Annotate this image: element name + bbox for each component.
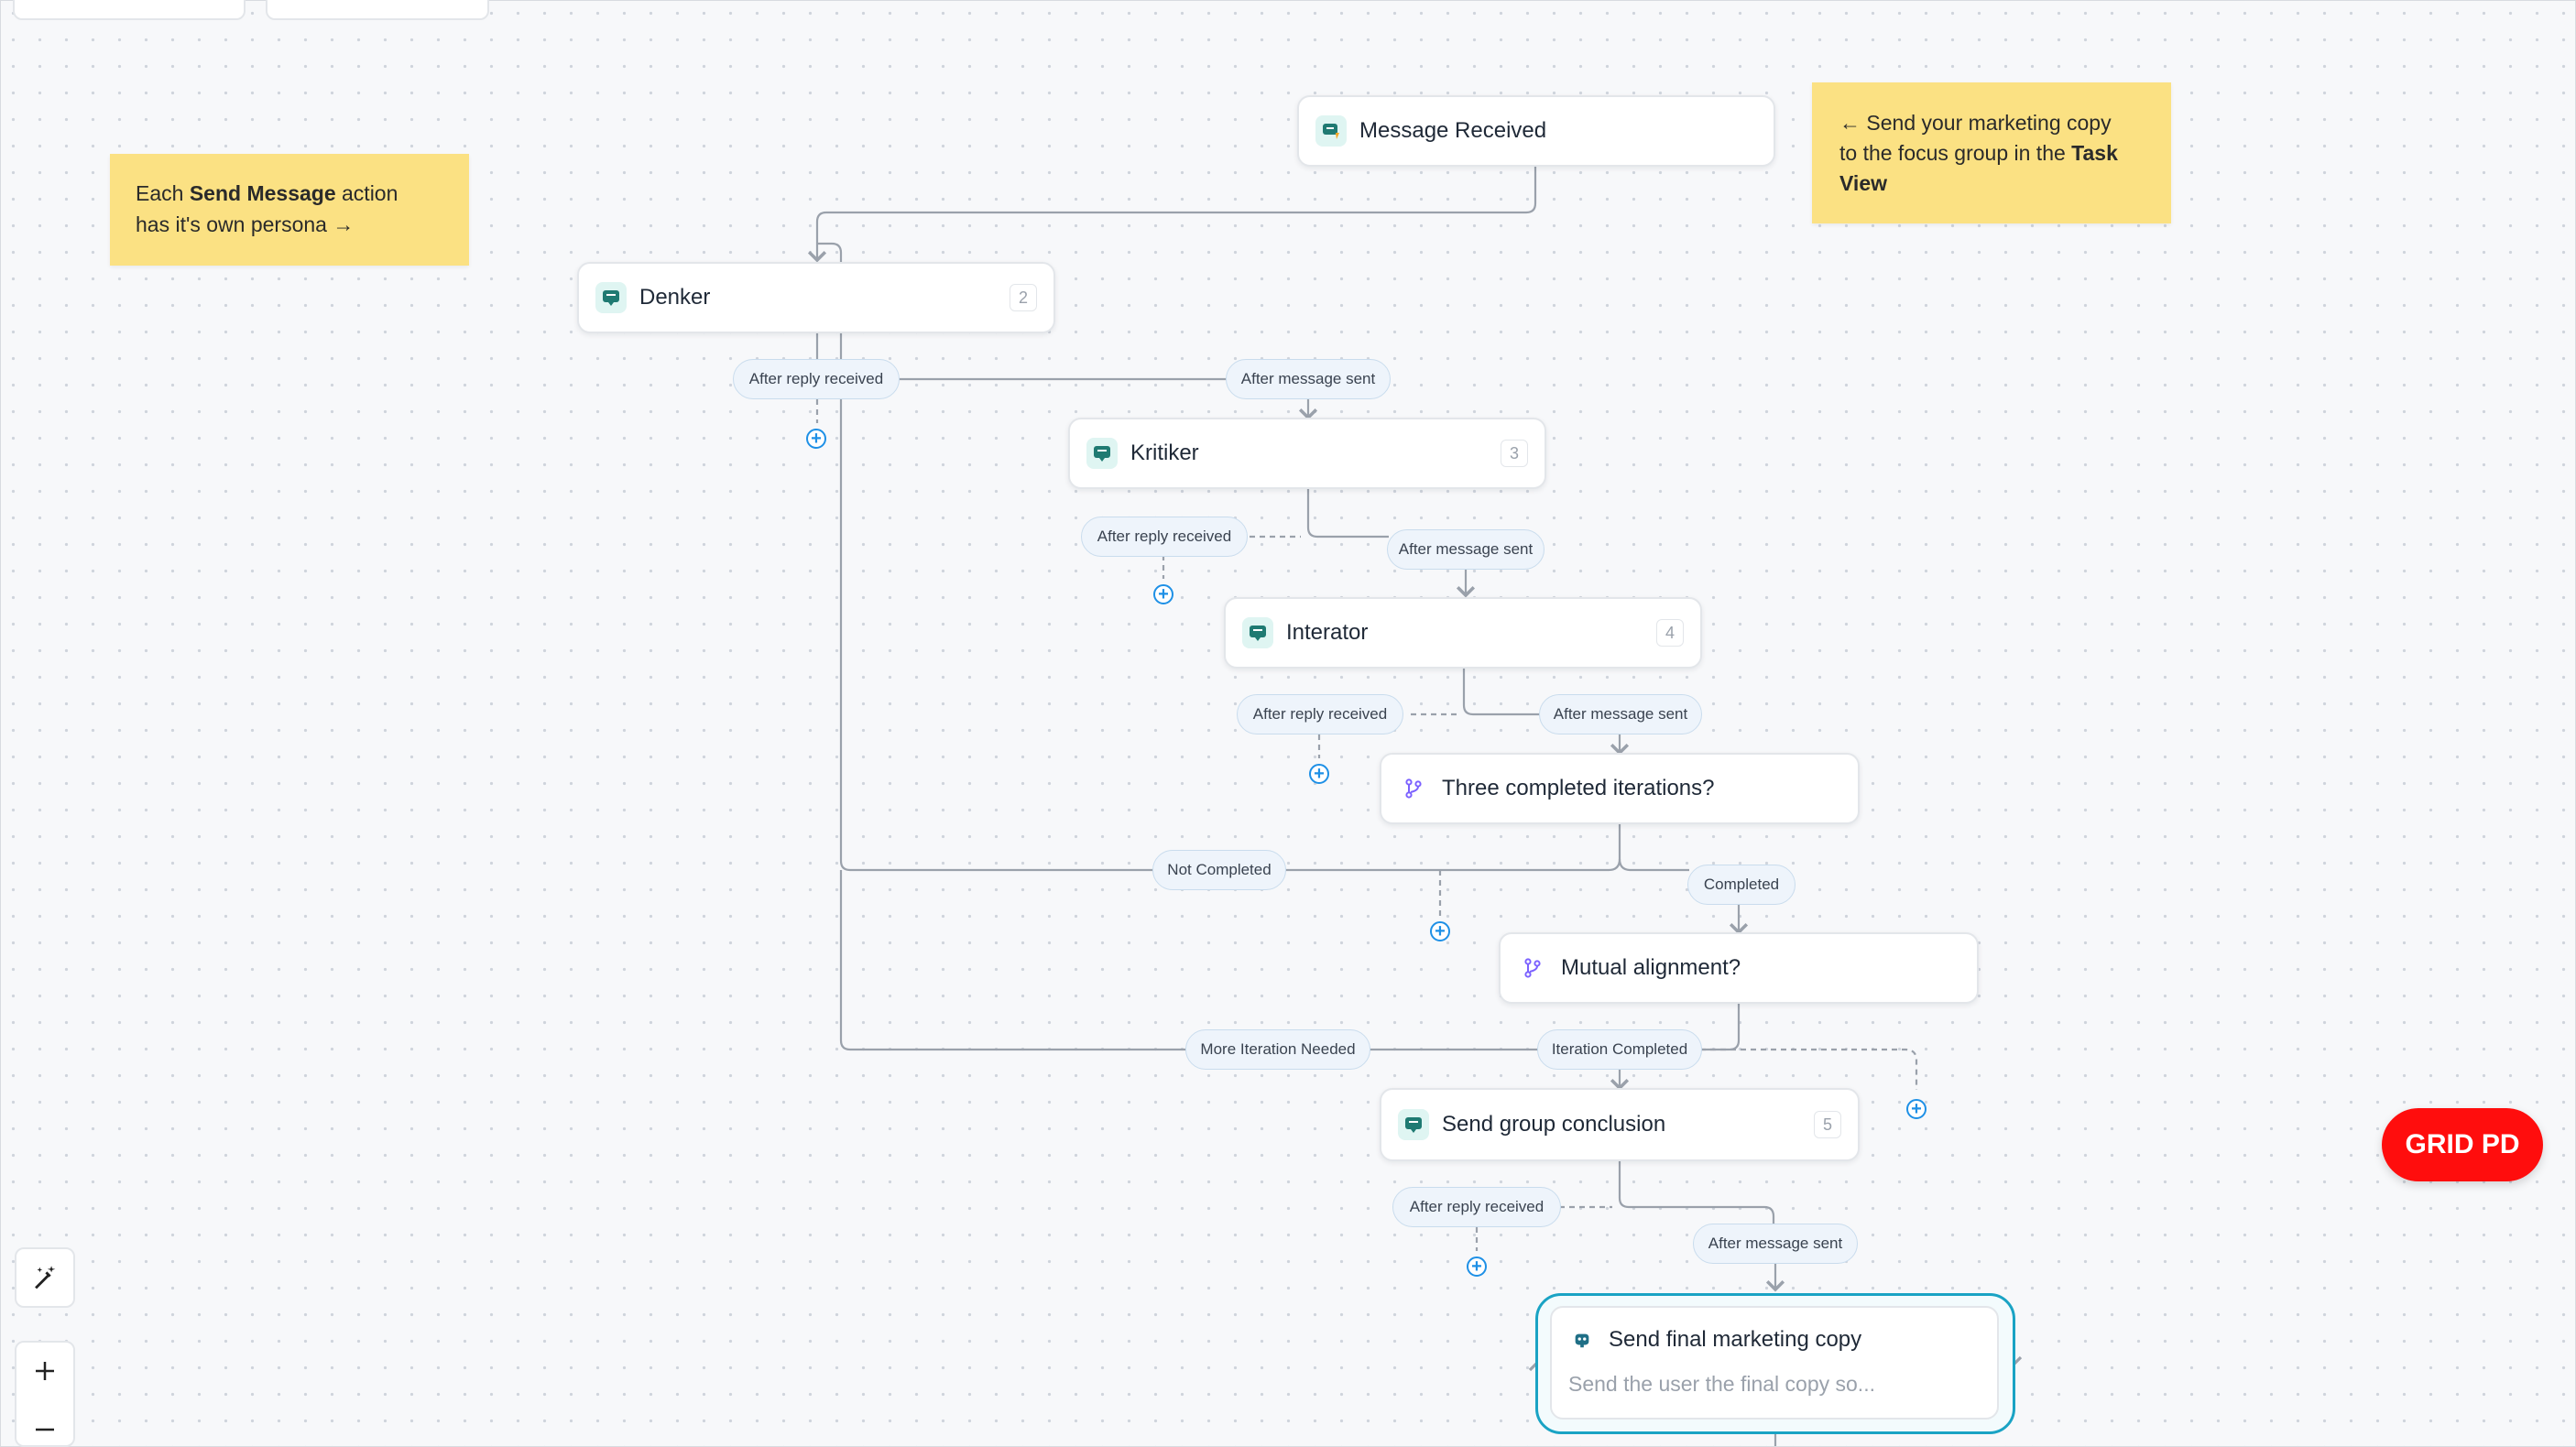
- edge-label-iteration-completed[interactable]: Iteration Completed: [1537, 1029, 1702, 1070]
- plus-icon: [36, 1362, 54, 1380]
- zoom-in-button[interactable]: [15, 1341, 75, 1401]
- note-text: has it's own persona →: [136, 212, 355, 236]
- step-number-badge: 3: [1501, 440, 1528, 467]
- edge-label-after-message-sent[interactable]: After message sent: [1539, 694, 1702, 734]
- magic-wand-icon: [35, 1266, 56, 1289]
- edge-label-after-message-sent[interactable]: After message sent: [1226, 359, 1391, 399]
- action-node-send-final-marketing-copy[interactable]: Send final marketing copy Send the user …: [1550, 1306, 1999, 1420]
- step-number-badge: 5: [1814, 1111, 1841, 1138]
- edge-label-not-completed[interactable]: Not Completed: [1152, 850, 1286, 890]
- add-step-plus-icon[interactable]: +: [1430, 921, 1450, 941]
- add-step-plus-icon[interactable]: +: [1153, 584, 1173, 604]
- node-label: Three completed iterations?: [1442, 776, 1715, 800]
- step-number-badge: 4: [1656, 619, 1684, 647]
- add-step-plus-icon[interactable]: +: [1309, 764, 1329, 784]
- minus-icon: [36, 1428, 54, 1431]
- zoom-out-button[interactable]: [15, 1399, 75, 1447]
- condition-node-three-iterations[interactable]: Three completed iterations?: [1380, 753, 1860, 824]
- branch-icon: [1398, 773, 1429, 804]
- edge-label-more-iteration-needed[interactable]: More Iteration Needed: [1185, 1029, 1370, 1070]
- condition-node-mutual-alignment[interactable]: Mutual alignment?: [1499, 932, 1979, 1004]
- note-bold-text: View: [1839, 171, 1887, 195]
- magic-wand-button[interactable]: [15, 1247, 75, 1308]
- chat-bubble-icon: [1398, 1109, 1429, 1140]
- branch-icon: [1517, 952, 1548, 984]
- edge-label-after-message-sent[interactable]: After message sent: [1387, 529, 1545, 570]
- top-panel-tab[interactable]: [13, 0, 246, 20]
- node-label: Kritiker: [1130, 441, 1199, 465]
- step-number-badge: 2: [1010, 284, 1037, 311]
- action-node-send-group-conclusion[interactable]: Send group conclusion 5: [1380, 1088, 1860, 1161]
- top-panel-tab[interactable]: [266, 0, 489, 20]
- edge-label-after-reply-received[interactable]: After reply received: [1237, 694, 1403, 734]
- chat-bubble-icon: [1315, 115, 1347, 147]
- node-label: Denker: [639, 285, 711, 310]
- sticky-note-task-view[interactable]: ← Send your marketing copy to the focus …: [1812, 82, 2171, 223]
- note-text: Each: [136, 181, 190, 205]
- trigger-node-message-received[interactable]: Message Received: [1297, 95, 1775, 167]
- sticky-note-personas[interactable]: Each Send Message action has it's own pe…: [110, 154, 469, 266]
- robot-icon: [1568, 1326, 1596, 1354]
- note-text: Send your marketing copy: [1861, 111, 2112, 135]
- chat-bubble-icon: [1086, 438, 1118, 469]
- node-label: Mutual alignment?: [1561, 955, 1741, 980]
- node-label: Message Received: [1359, 118, 1547, 143]
- add-step-plus-icon[interactable]: +: [806, 429, 826, 449]
- node-label: Interator: [1286, 620, 1369, 645]
- edge-label-after-message-sent[interactable]: After message sent: [1693, 1224, 1858, 1264]
- chat-bubble-icon: [1242, 617, 1273, 648]
- note-bold-text: Task: [2071, 141, 2118, 165]
- arrow-left-icon: ←: [1839, 111, 1861, 135]
- note-text: action: [335, 181, 398, 205]
- node-description: Send the user the final copy so...: [1568, 1372, 1875, 1396]
- action-node-kritiker[interactable]: Kritiker 3: [1068, 418, 1546, 489]
- note-bold-text: Send Message: [189, 181, 336, 205]
- add-step-plus-icon[interactable]: +: [1467, 1257, 1487, 1277]
- edge-label-completed[interactable]: Completed: [1687, 865, 1796, 905]
- edge-label-after-reply-received[interactable]: After reply received: [1392, 1187, 1561, 1227]
- edge-label-after-reply-received[interactable]: After reply received: [733, 359, 900, 399]
- action-node-interator[interactable]: Interator 4: [1224, 597, 1702, 669]
- chat-bubble-icon: [595, 282, 627, 313]
- grid-pd-badge[interactable]: GRID PD: [2382, 1108, 2543, 1181]
- add-step-plus-icon[interactable]: +: [1906, 1099, 1927, 1119]
- node-label: Send final marketing copy: [1609, 1327, 1862, 1352]
- action-node-denker[interactable]: Denker 2: [577, 262, 1055, 333]
- note-text: to the focus group in the: [1839, 141, 2072, 165]
- node-label: Send group conclusion: [1442, 1112, 1666, 1137]
- edge-label-after-reply-received[interactable]: After reply received: [1081, 517, 1248, 557]
